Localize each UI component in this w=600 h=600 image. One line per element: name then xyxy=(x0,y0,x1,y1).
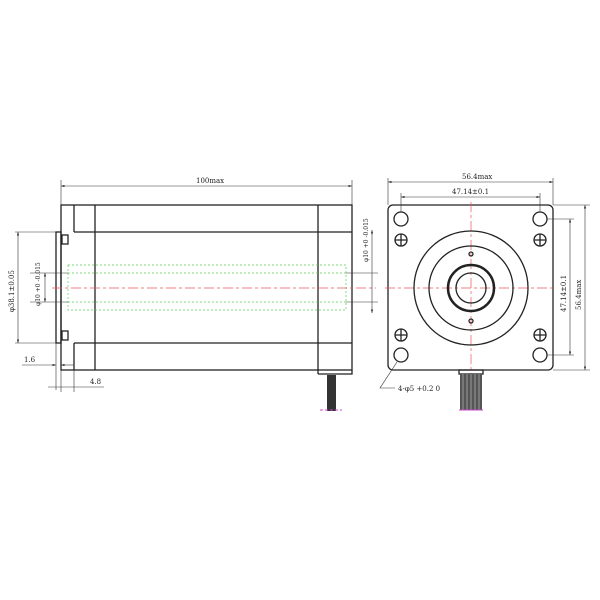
width-dim: 56.4max xyxy=(462,173,492,181)
pilot-boss xyxy=(55,231,62,344)
height-dim: 56.4max xyxy=(575,280,583,310)
front-dim: 4.8 xyxy=(90,378,101,386)
length-dim: 100max xyxy=(196,177,224,185)
shaft-hidden xyxy=(67,264,347,311)
side-view: 100max φ38.1±0.05 φ10 +0 -0.015 φ10 +0 -… xyxy=(8,177,378,411)
shaft-dim-right: φ10 +0 -0.015 xyxy=(363,218,370,262)
flange-dim: 1.6 xyxy=(24,356,36,364)
pilot-dim: φ38.1±0.05 xyxy=(8,270,16,312)
mounting-holes xyxy=(393,211,548,363)
vertical-hole-spacing-dim: 47.14±0.1 xyxy=(560,275,568,312)
wire-bundle xyxy=(327,375,336,411)
screws xyxy=(394,233,547,342)
hole-spacing-dim: 47.14±0.1 xyxy=(452,188,489,196)
front-view: 56.4max 47.14±0.1 47.14±0.1 56.4max 4-φ5… xyxy=(379,173,590,411)
shaft-dim-left: φ10 +0 -0.015 xyxy=(35,262,42,306)
hole-callout: 4-φ5 +0.2 0 xyxy=(398,385,440,393)
